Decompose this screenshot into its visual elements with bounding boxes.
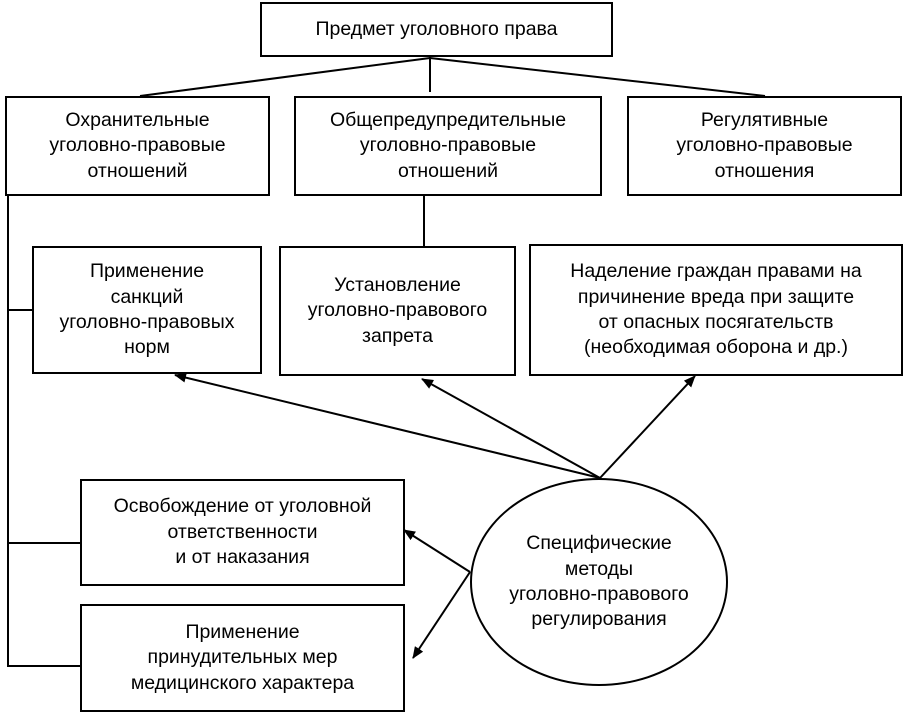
arrow-to-sanctions: [174, 372, 601, 479]
arrow-to-medical: [412, 571, 471, 659]
protective-relations-box: Охранительные уголовно-правовые отношени…: [5, 96, 270, 196]
protective-relations-text: Охранительные уголовно-правовые отношени…: [49, 108, 226, 182]
title-text: Предмет уголовного права: [315, 17, 558, 40]
sanctions-text: Применение санкций уголовно-правовых нор…: [59, 260, 235, 359]
methods-ellipse-text: Специфические методы уголовно-правового …: [509, 532, 689, 631]
rights-text: Наделение граждан правами на причинение …: [570, 260, 862, 359]
exemption-box: Освобождение от уголовной ответственност…: [80, 479, 405, 586]
medical-box: Применение принудительных мер медицинско…: [80, 604, 405, 712]
fan-line-left: [139, 57, 431, 97]
fan-line-right: [429, 57, 766, 97]
arrow-to-exemption: [403, 529, 471, 573]
rights-box: Наделение граждан правами на причинение …: [529, 244, 903, 376]
medical-text: Применение принудительных мер медицинско…: [130, 620, 355, 694]
regulatory-relations-text: Регулятивные уголовно-правовые отношения: [676, 108, 853, 182]
prohibition-box: Установление уголовно-правового запрета: [279, 246, 516, 376]
arrow-to-rights: [599, 375, 696, 479]
arrow-to-prohibition: [421, 378, 601, 479]
sanctions-box: Применение санкций уголовно-правовых нор…: [32, 246, 262, 374]
preventive-relations-box: Общепредупредительные уголовно-правовые …: [294, 96, 602, 196]
methods-ellipse: Специфические методы уголовно-правового …: [470, 478, 728, 686]
title-box: Предмет уголовного права: [260, 2, 613, 57]
exemption-text: Освобождение от уголовной ответственност…: [113, 495, 372, 569]
prohibition-text: Установление уголовно-правового запрета: [307, 273, 488, 347]
preventive-relations-text: Общепредупредительные уголовно-правовые …: [329, 108, 567, 182]
regulatory-relations-box: Регулятивные уголовно-правовые отношения: [627, 96, 902, 196]
